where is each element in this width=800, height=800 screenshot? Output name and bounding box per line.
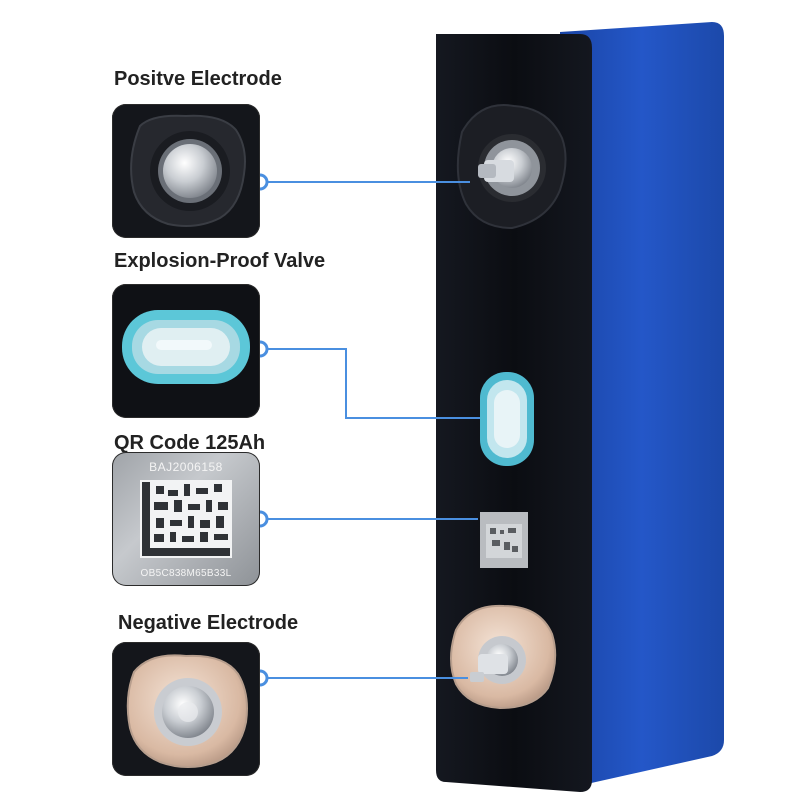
positive-electrode-label: Positve Electrode [114,68,282,90]
positive-electrode-thumbnail [112,104,260,238]
battery-blue-side [560,22,724,790]
battery-negative-terminal [450,604,557,710]
qr-matrix [140,480,232,558]
negative-electrode-thumbnail [112,642,260,776]
battery-positive-terminal [456,104,567,230]
qr-bottom-text: OB5C838M65B33L [140,568,232,579]
qr-code-label: QR Code 125Ah [114,432,266,454]
connector-dots [251,173,269,687]
negative-electrode-label: Negative Electrode [118,612,299,634]
qr-code-thumbnail: BAJ2006158 OB5C838M65B3 [112,452,260,586]
explosion-proof-valve-thumbnail [112,284,260,418]
battery-qr-label [480,512,528,568]
qr-top-text: BAJ2006158 [149,460,223,474]
explosion-proof-valve-label: Explosion-Proof Valve [114,250,326,272]
connector-lines [262,181,480,679]
battery-valve [480,372,534,466]
